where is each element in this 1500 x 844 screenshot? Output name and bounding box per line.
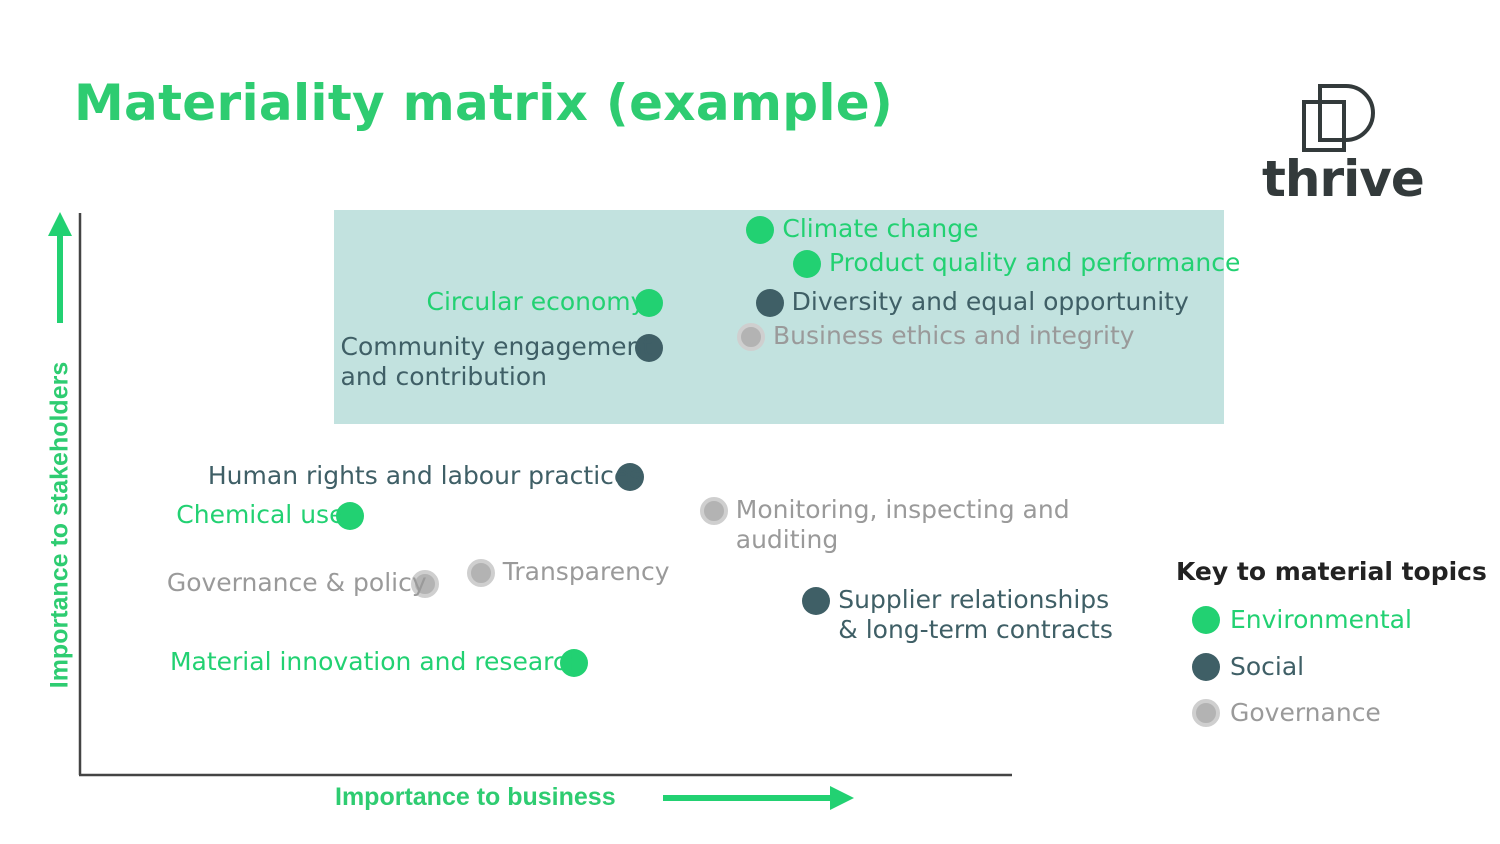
thrive-logo: thrive <box>1262 82 1425 212</box>
legend-dot-governance <box>1192 699 1220 727</box>
point-label-line: Transparency <box>502 556 670 586</box>
point-monitoring-inspecting-and-auditing <box>699 496 728 525</box>
point-label-line: Human rights and labour practices <box>207 461 643 491</box>
point-diversity-and-equal-opportunity <box>755 288 784 317</box>
point-chemical-use <box>336 502 365 531</box>
point-label-line: Diversity and equal opportunity <box>791 286 1189 316</box>
point-product-quality-and-performance <box>792 249 821 278</box>
point-transparency <box>466 558 495 587</box>
point-community-engagement-and-contribution <box>634 333 663 362</box>
point-climate-change <box>746 215 775 244</box>
point-label-line: Governance & policy <box>166 567 427 597</box>
point-label-line: Supplier relationships <box>838 584 1110 614</box>
x-axis-label: Importance to business <box>335 783 616 811</box>
point-label-governance-policy: Governance & policy <box>166 567 427 598</box>
point-label-climate-change: Climate change <box>782 214 978 244</box>
point-label-human-rights-and-labour-practices: Human rights and labour practices <box>207 461 643 491</box>
point-label-line: Community engagement <box>340 331 653 361</box>
logo-wordmark: thrive <box>1262 150 1425 208</box>
point-label-line: Monitoring, inspecting and <box>735 494 1070 524</box>
point-label-line: and contribution <box>340 361 548 391</box>
point-supplier-relationships-long-term-contracts <box>802 586 831 615</box>
point-label-line: Material innovation and research <box>169 646 583 676</box>
point-governance-policy <box>410 569 439 598</box>
point-label-line: Chemical use <box>176 500 345 530</box>
y-axis-label: Importance to stakeholders <box>45 361 74 689</box>
point-label-supplier-relationships-long-term-contracts: Supplier relationships& long-term contra… <box>838 585 1113 645</box>
point-circular-economy <box>634 288 663 317</box>
point-label-business-ethics-and-integrity: Business ethics and integrity <box>773 321 1135 351</box>
point-material-innovation-and-research <box>559 648 588 677</box>
point-label-line: auditing <box>735 524 839 554</box>
point-label-line: Climate change <box>782 213 979 243</box>
point-human-rights-and-labour-practices <box>615 463 644 492</box>
point-label-line: Business ethics and integrity <box>773 320 1135 350</box>
legend-title: Key to material topics <box>1176 557 1487 586</box>
x-axis-arrow-icon <box>663 786 854 810</box>
legend-dot-social <box>1192 653 1220 681</box>
point-label-product-quality-and-performance: Product quality and performance <box>829 248 1240 278</box>
overlapping-squares-icon <box>1302 84 1375 152</box>
point-label-diversity-and-equal-opportunity: Diversity and equal opportunity <box>792 287 1189 317</box>
point-label-line: & long-term contracts <box>838 614 1113 644</box>
point-label-line: Product quality and performance <box>828 247 1241 277</box>
legend-label-governance: Governance <box>1230 698 1381 727</box>
y-axis-arrow-icon <box>48 212 72 323</box>
legend-label-social: Social <box>1230 652 1305 681</box>
legend-dot-environmental <box>1192 606 1220 634</box>
point-label-chemical-use: Chemical use <box>176 500 345 530</box>
point-label-circular-economy: Circular economy <box>426 286 646 317</box>
point-label-transparency: Transparency <box>503 557 670 587</box>
point-business-ethics-and-integrity <box>737 322 766 351</box>
point-label-line: Circular economy <box>426 286 646 316</box>
legend-label-environmental: Environmental <box>1230 605 1412 634</box>
point-label-material-innovation-and-research: Material innovation and research <box>169 646 583 677</box>
high-materiality-region <box>334 210 1224 424</box>
page-title: Materiality matrix (example) <box>74 74 894 132</box>
